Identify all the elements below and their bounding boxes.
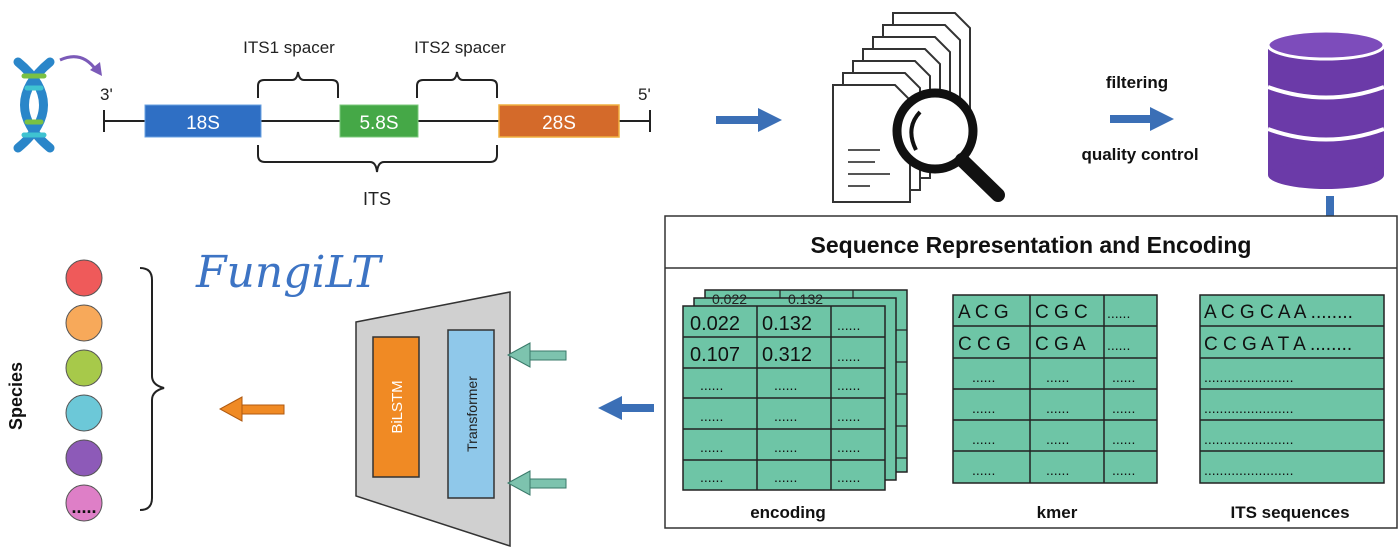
kmer-cell: ...... bbox=[1107, 305, 1130, 321]
kmer-dots: ...... bbox=[1046, 462, 1069, 478]
encoding-dots: ...... bbox=[774, 408, 797, 424]
species-circles bbox=[65, 259, 103, 522]
its1-spacer-label: ITS1 spacer bbox=[243, 38, 335, 57]
region-58s-label: 5.8S bbox=[359, 113, 398, 134]
fungilt-brand: FungiLT bbox=[195, 247, 384, 298]
its-dots: ....................... bbox=[1204, 400, 1293, 416]
encoding-matrix: 0.022 0.132 0.022 0.132 ...... 0.107 0.3… bbox=[682, 289, 908, 522]
kmer-dots: ...... bbox=[972, 400, 995, 416]
bilstm-label: BiLSTM bbox=[389, 380, 406, 433]
species-brace bbox=[139, 267, 165, 511]
species-circle bbox=[65, 349, 103, 387]
kmer-table: A C G C G C ...... C C G C G A ...... ..… bbox=[952, 294, 1158, 522]
region-28s-label: 28S bbox=[542, 113, 576, 134]
kmer-dots: ...... bbox=[972, 431, 995, 447]
kmer-cell: A C G bbox=[958, 302, 1009, 323]
encoding-cell: ...... bbox=[837, 317, 860, 333]
region-18s-box bbox=[144, 104, 262, 138]
encoding-cell: 0.022 bbox=[690, 313, 740, 335]
kmer-cell: C G C bbox=[1035, 302, 1088, 323]
sequence-representation-panel: Sequence Representation and Encoding 0.0… bbox=[664, 215, 1398, 529]
encoding-caption: encoding bbox=[750, 503, 826, 522]
database-icon bbox=[1266, 29, 1386, 189]
arrow-left-icon bbox=[506, 470, 567, 496]
species-circle bbox=[65, 439, 103, 477]
three-prime-label: 3' bbox=[100, 85, 113, 104]
species-circle bbox=[65, 394, 103, 432]
arrow-left-icon bbox=[506, 342, 567, 368]
encoding-back-cell: 0.022 bbox=[712, 291, 747, 307]
kmer-dots: ...... bbox=[1112, 369, 1135, 385]
kmer-cell: C C G bbox=[958, 334, 1011, 355]
panel-title: Sequence Representation and Encoding bbox=[811, 232, 1252, 258]
its-dots: ....................... bbox=[1204, 462, 1293, 478]
its-sequences-caption: ITS sequences bbox=[1230, 503, 1349, 522]
kmer-dots: ...... bbox=[1046, 369, 1069, 385]
encoding-dots: ...... bbox=[837, 377, 860, 393]
filtering-label: filtering bbox=[1106, 73, 1168, 92]
region-18s-label: 18S bbox=[186, 113, 220, 134]
encoding-dots: ...... bbox=[700, 469, 723, 485]
model-block: BiLSTM Transformer bbox=[355, 291, 511, 548]
transformer-label: Transformer bbox=[464, 376, 480, 452]
its-label: ITS bbox=[363, 189, 391, 209]
its1-brace bbox=[257, 71, 339, 98]
dna-helix-icon bbox=[13, 57, 55, 153]
region-58s-box bbox=[339, 104, 419, 138]
arrow-right-icon bbox=[716, 108, 782, 132]
species-group: Species ..... bbox=[6, 259, 165, 522]
kmer-dots: ...... bbox=[1112, 462, 1135, 478]
its2-brace bbox=[416, 71, 498, 98]
encoding-dots: ...... bbox=[700, 439, 723, 455]
its-sequences-table: A C G C A A ........ C C G A T A .......… bbox=[1199, 294, 1385, 522]
kmer-caption: kmer bbox=[1037, 503, 1078, 522]
five-prime-label: 5' bbox=[638, 85, 651, 104]
region-28s-box bbox=[498, 104, 620, 138]
encoding-cell: 0.132 bbox=[762, 313, 812, 335]
encoding-dots: ...... bbox=[837, 408, 860, 424]
encoding-cell: 0.107 bbox=[690, 344, 740, 366]
species-circle bbox=[65, 304, 103, 342]
encoding-cell: ...... bbox=[837, 348, 860, 364]
encoding-dots: ...... bbox=[774, 469, 797, 485]
arrow-left-icon bbox=[218, 396, 285, 422]
arrow-right-icon bbox=[1110, 107, 1174, 131]
kmer-dots: ...... bbox=[972, 369, 995, 385]
encoding-dots: ...... bbox=[700, 408, 723, 424]
its-dots: ....................... bbox=[1204, 369, 1293, 385]
encoding-back-cell: 0.132 bbox=[788, 291, 823, 307]
species-label: Species bbox=[6, 362, 26, 430]
kmer-cell: ...... bbox=[1107, 337, 1130, 353]
quality-control-label: quality control bbox=[1081, 145, 1198, 164]
kmer-dots: ...... bbox=[1112, 400, 1135, 416]
encoding-dots: ...... bbox=[837, 439, 860, 455]
curved-arrow-icon bbox=[59, 55, 102, 76]
kmer-cell: C G A bbox=[1035, 334, 1086, 355]
gene-structure: 3' 5' 18S 5.8S 28S ITS1 spacer ITS2 spac… bbox=[100, 38, 651, 209]
its-sequence-row: A C G C A A ........ bbox=[1204, 302, 1353, 323]
kmer-dots: ...... bbox=[972, 462, 995, 478]
bilstm-block bbox=[372, 336, 420, 478]
species-circle bbox=[65, 484, 103, 522]
encoding-dots: ...... bbox=[837, 469, 860, 485]
its-dots: ....................... bbox=[1204, 431, 1293, 447]
encoding-cell: 0.312 bbox=[762, 344, 812, 366]
kmer-dots: ...... bbox=[1112, 431, 1135, 447]
its-brace bbox=[257, 145, 498, 173]
encoding-dots: ...... bbox=[774, 377, 797, 393]
its2-spacer-label: ITS2 spacer bbox=[414, 38, 506, 57]
encoding-dots: ...... bbox=[700, 377, 723, 393]
species-circle bbox=[65, 259, 103, 297]
arrow-left-icon bbox=[598, 396, 654, 420]
documents-search-icon bbox=[832, 12, 1005, 203]
transformer-block bbox=[447, 329, 495, 499]
encoding-dots: ...... bbox=[774, 439, 797, 455]
species-ellipsis: ..... bbox=[71, 497, 96, 517]
kmer-dots: ...... bbox=[1046, 400, 1069, 416]
kmer-dots: ...... bbox=[1046, 431, 1069, 447]
its-sequence-row: C C G A T A ........ bbox=[1204, 334, 1352, 355]
